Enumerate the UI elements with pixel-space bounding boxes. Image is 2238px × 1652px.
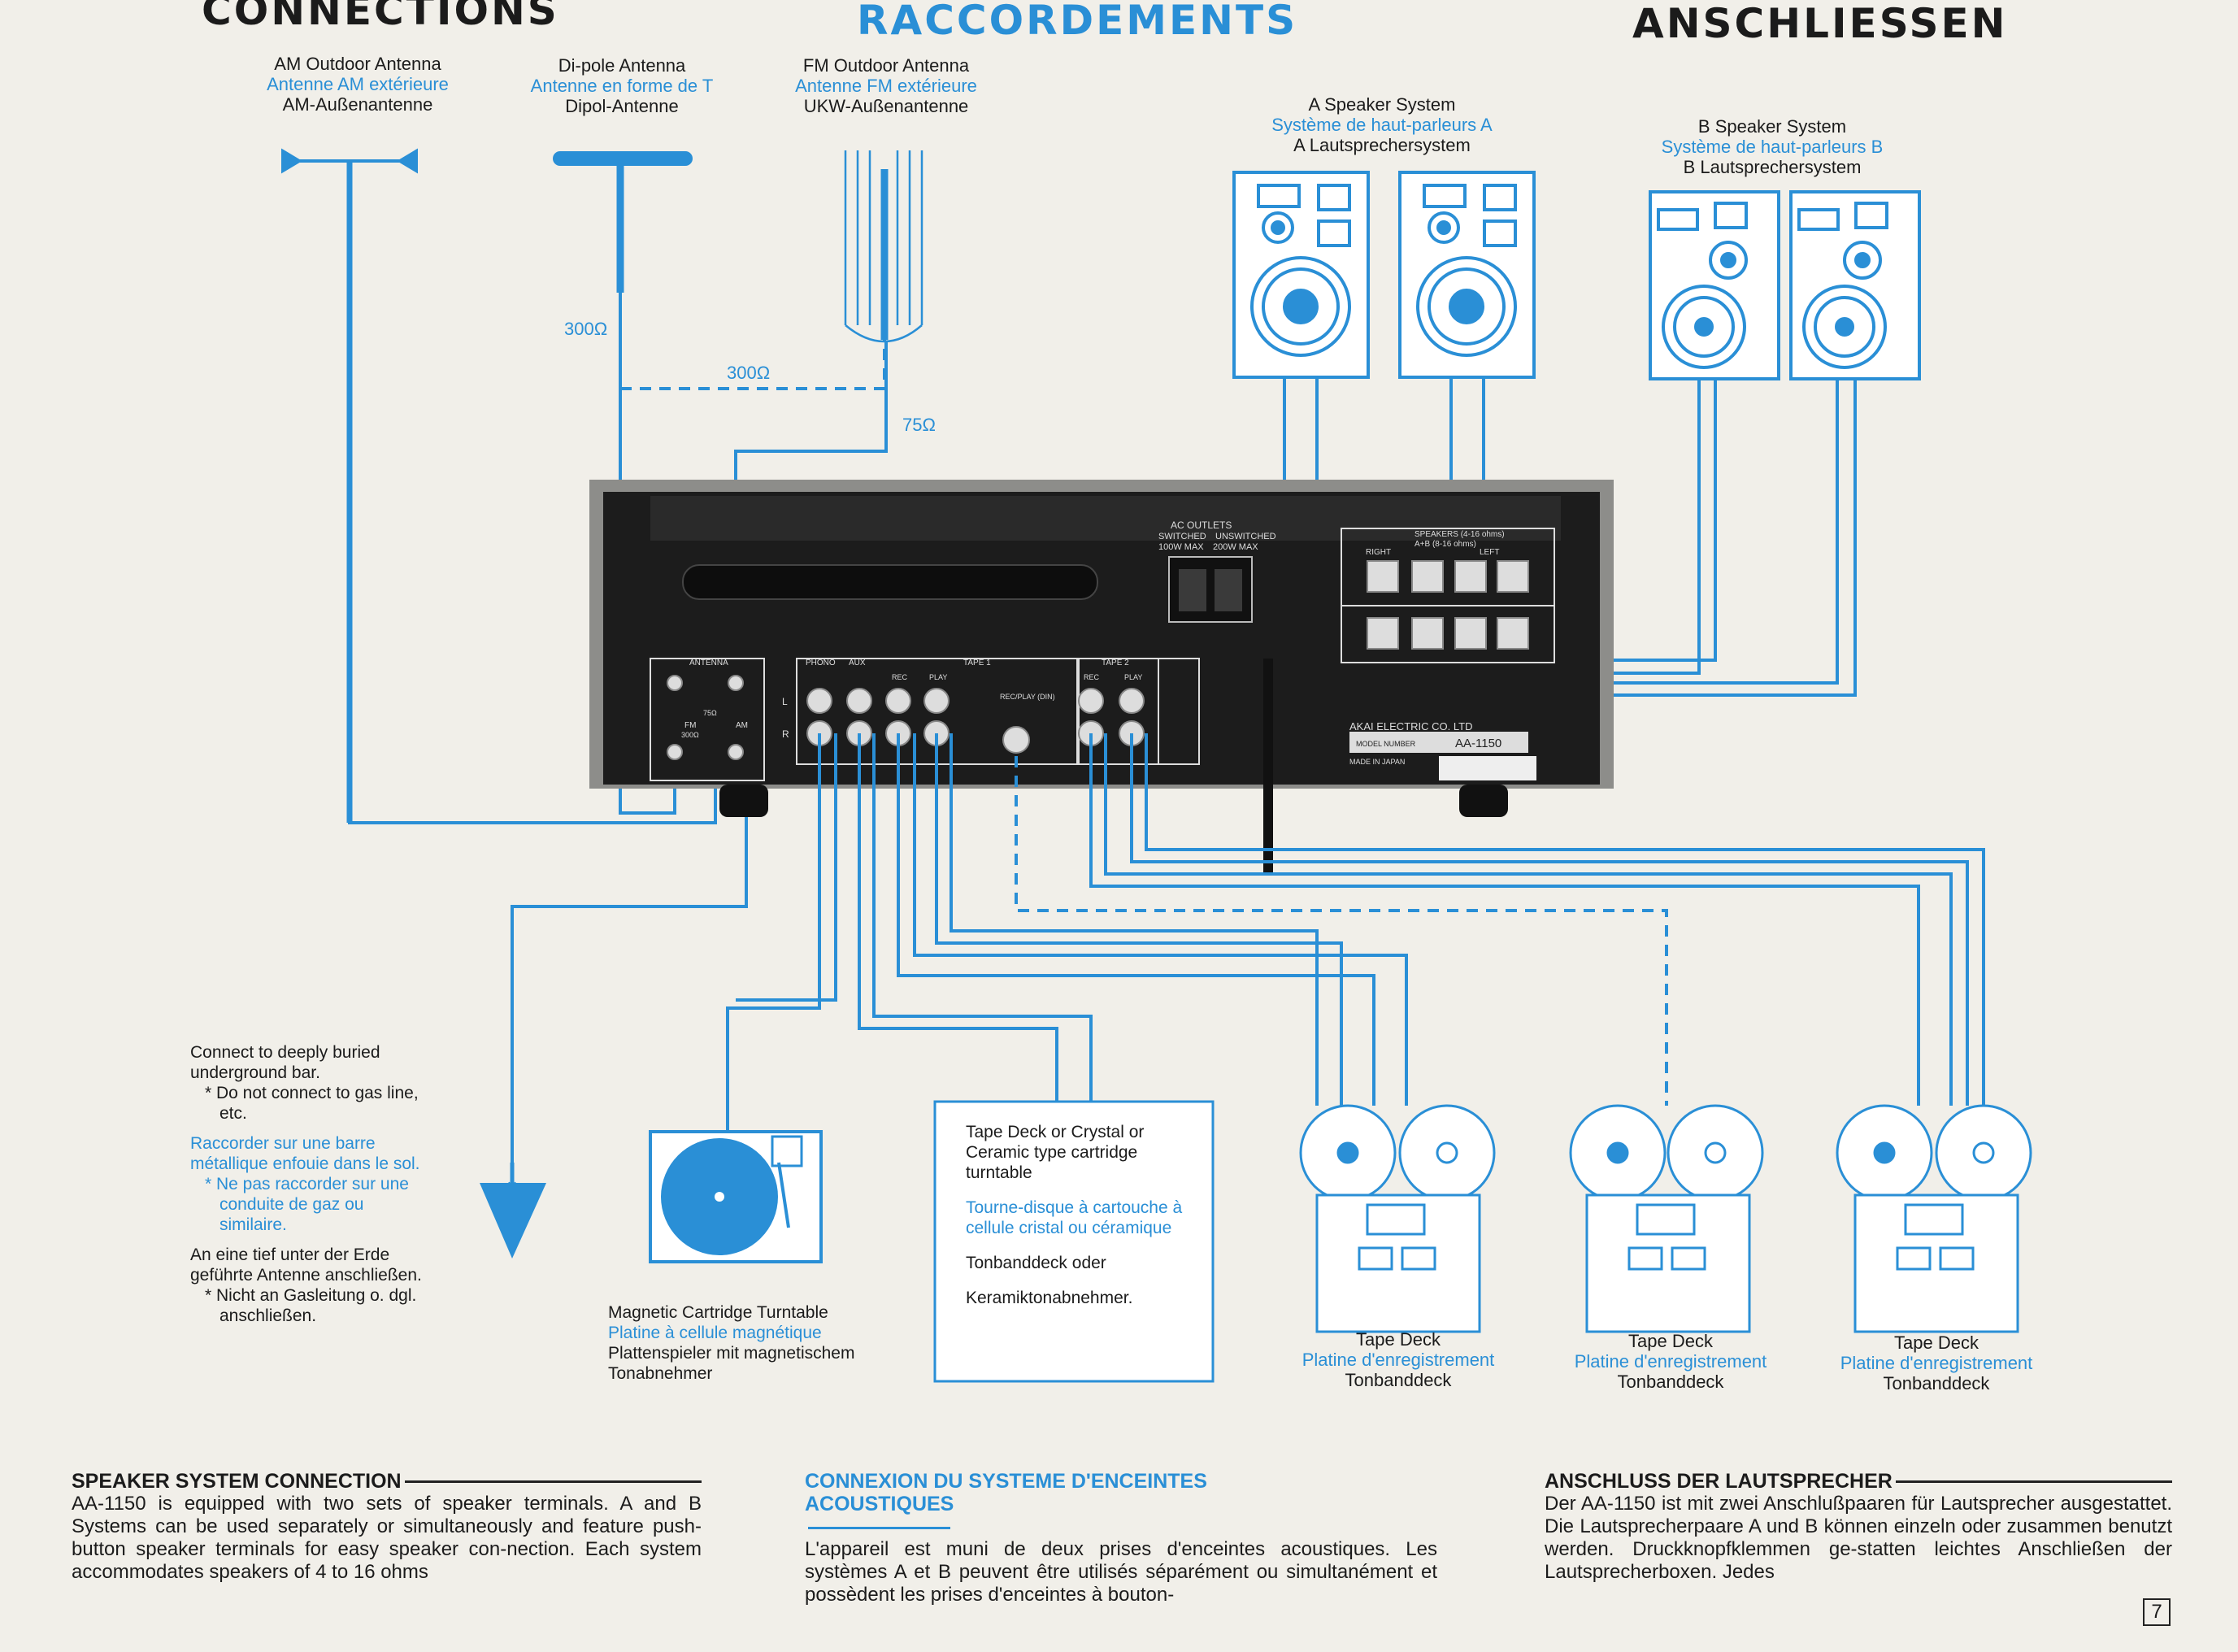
panel-fm: FM (684, 721, 696, 730)
tape-deck-2-icon (1569, 1104, 1764, 1333)
section-fr: CONNEXION DU SYSTEME D'ENCEINTES ACOUSTI… (805, 1470, 1437, 1606)
section-en-body: AA-1150 is equipped with two sets of spe… (72, 1493, 702, 1583)
speaker-b-left-icon (1649, 190, 1780, 380)
panel-rec-play-din: REC/PLAY (DIN) (1000, 693, 1055, 701)
panel-model-number: AA-1150 (1455, 737, 1501, 750)
panel-phono: PHONO (806, 659, 836, 667)
section-de-title: ANSCHLUSS DER LAUTSPRECHER (1545, 1470, 2172, 1493)
turntable-label: Magnetic Cartridge Turntable Platine à c… (608, 1303, 855, 1383)
panel-unswitched-max: 200W MAX (1213, 542, 1258, 552)
speaker-b-right-icon (1789, 190, 1921, 380)
section-de-body: Der AA-1150 ist mit zwei Anschlußpaaren … (1545, 1493, 2172, 1583)
panel-speakers-ab: A+B (8-16 ohms) (1415, 540, 1476, 549)
speaker-a-right-icon (1398, 171, 1536, 379)
heading-de: ANSCHLIESSEN (1632, 0, 2008, 47)
turntable-icon (649, 1130, 823, 1263)
panel-made-in: MADE IN JAPAN (1349, 758, 1405, 766)
panel-left: LEFT (1480, 548, 1499, 557)
panel-model-number-label: MODEL NUMBER (1356, 740, 1416, 748)
panel-rec-1: REC (892, 673, 908, 681)
crystal-box-text: Tape Deck or Crystal or Ceramic type car… (966, 1123, 1183, 1307)
panel-ac-outlets: AC OUTLETS (1171, 520, 1232, 531)
panel-75ohm: 75Ω (703, 709, 717, 717)
panel-speakers-label: SPEAKERS (4-16 ohms) (1415, 530, 1505, 539)
panel-fm-ohms: 300Ω (681, 731, 699, 739)
panel-play-1: PLAY (929, 673, 947, 681)
am-antenna-icon (281, 148, 418, 823)
section-en: SPEAKER SYSTEM CONNECTION AA-1150 is equ… (72, 1470, 702, 1584)
panel-l: L (782, 696, 788, 707)
tape-deck-1-icon (1299, 1104, 1496, 1333)
heading-en: CONNECTIONS (202, 0, 559, 34)
section-de: ANSCHLUSS DER LAUTSPRECHER Der AA-1150 i… (1545, 1470, 2172, 1584)
tape-deck-3-icon (1836, 1104, 2032, 1333)
dipole-antenna-icon (553, 151, 693, 293)
heading-fr: RACCORDEMENTS (857, 0, 1298, 44)
panel-right: RIGHT (1366, 548, 1391, 557)
panel-unswitched: UNSWITCHED (1215, 532, 1276, 541)
speaker-a-left-icon (1232, 171, 1370, 379)
panel-maker: AKAI ELECTRIC CO. LTD (1349, 720, 1472, 733)
section-fr-body: L'appareil est muni de deux prises d'enc… (805, 1538, 1437, 1606)
panel-antenna: ANTENNA (689, 659, 728, 667)
ground-note: Connect to deeply buried underground bar… (190, 1043, 422, 1325)
panel-rec-2: REC (1084, 673, 1100, 681)
amplifier-rear-panel (589, 480, 1614, 874)
dipole-impedance-label: 300Ω (564, 319, 608, 339)
panel-am: AM (736, 721, 748, 730)
panel-tape2: TAPE 2 (1102, 659, 1129, 667)
fm-coax-impedance-label: 75Ω (902, 415, 936, 435)
crystal-box (933, 1100, 1215, 1383)
panel-play-2: PLAY (1124, 673, 1142, 681)
ground-rod-icon (480, 1163, 546, 1259)
fm-twinlead-impedance-label: 300Ω (727, 363, 771, 383)
page-number: 7 (2143, 1598, 2171, 1626)
fm-antenna-icon (844, 150, 923, 343)
panel-r: R (782, 728, 789, 740)
section-en-title: SPEAKER SYSTEM CONNECTION (72, 1470, 702, 1493)
panel-switched-max: 100W MAX (1158, 542, 1204, 552)
section-fr-title: CONNEXION DU SYSTEME D'ENCEINTES ACOUSTI… (805, 1470, 1437, 1538)
panel-tape1: TAPE 1 (963, 659, 991, 667)
panel-switched: SWITCHED (1158, 532, 1206, 541)
panel-aux: AUX (849, 659, 866, 667)
